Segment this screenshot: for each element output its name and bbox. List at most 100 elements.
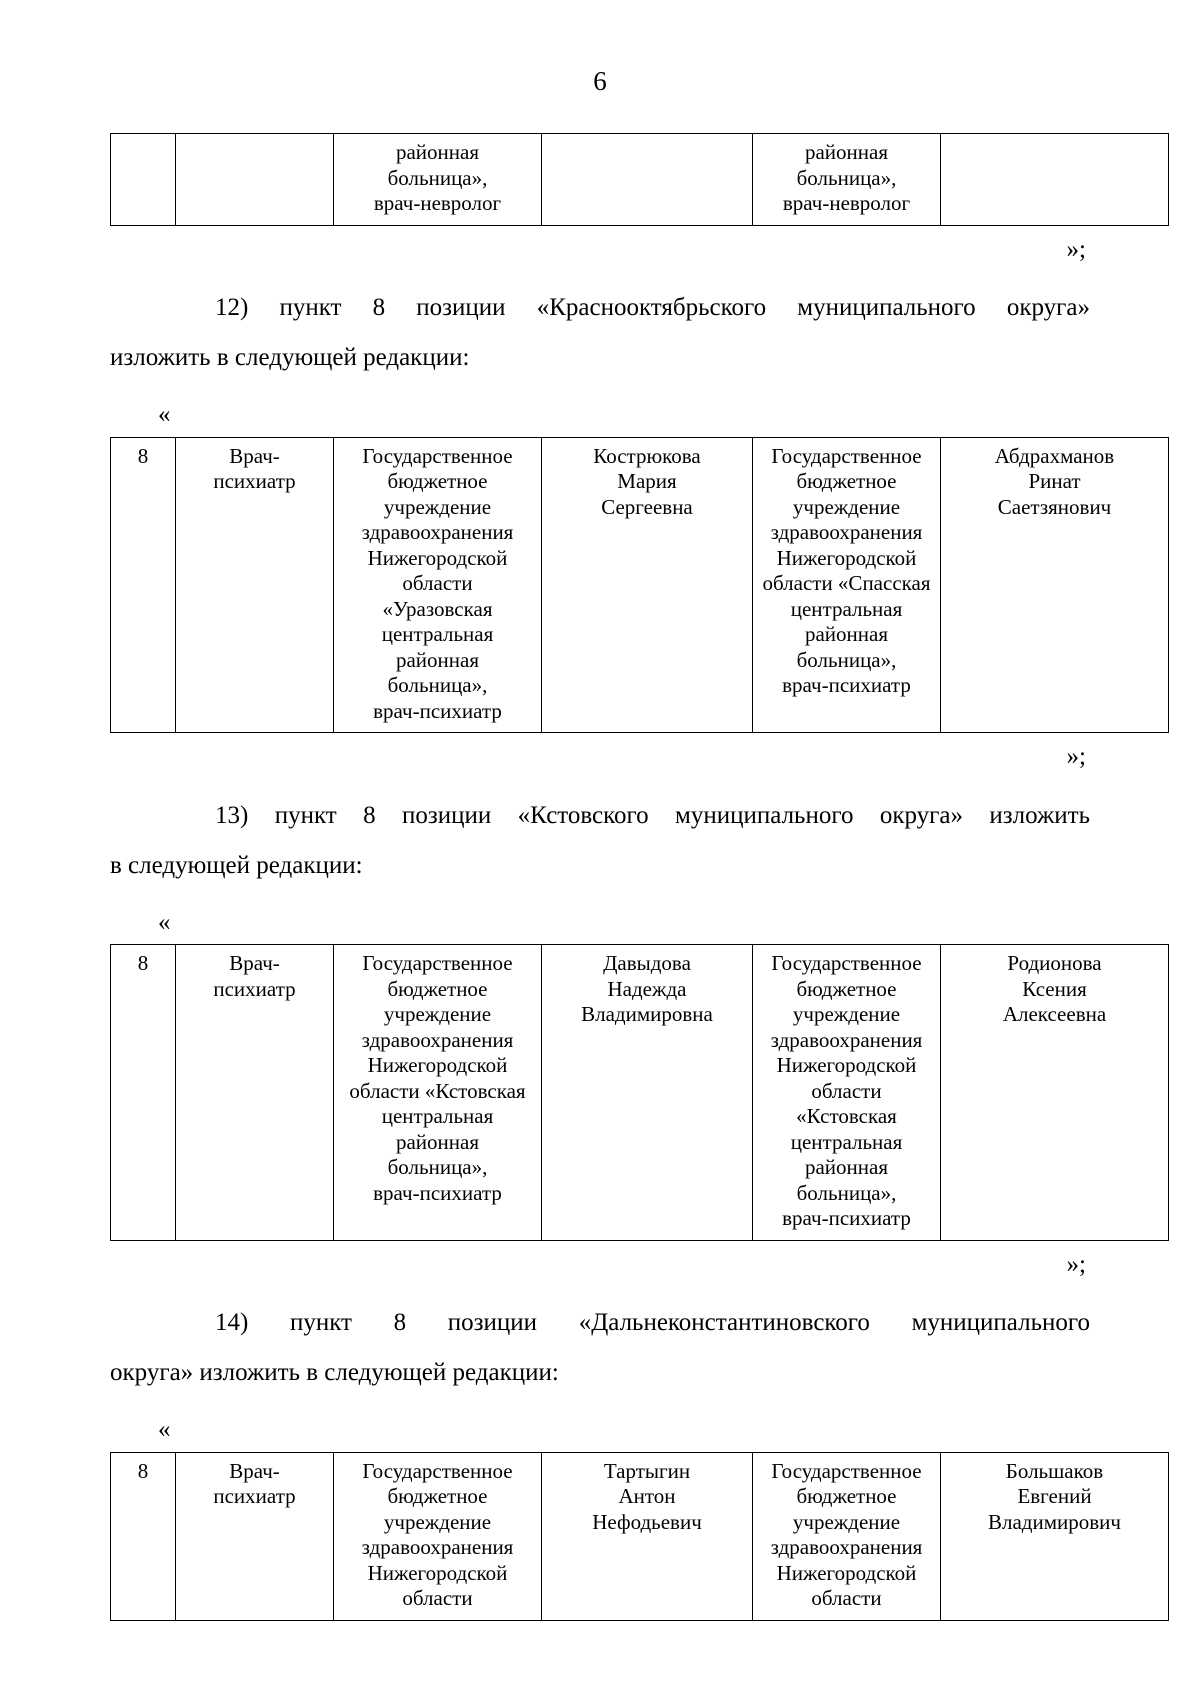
- cell-line: области: [811, 1078, 882, 1103]
- cell-line: Нижегородской: [367, 1053, 508, 1077]
- cell-role: Врач- психиатр: [175, 1451, 334, 1621]
- cell-line: врач-психиатр: [373, 698, 502, 723]
- cell-line: учреждение: [383, 1002, 492, 1026]
- cell-number: 8: [110, 944, 176, 1241]
- cell-org-new: Государственное бюджетное учреждение здр…: [752, 1451, 941, 1621]
- cell-line: районная: [804, 1155, 888, 1179]
- cell-line: Алексеевна: [1002, 1002, 1107, 1026]
- cell-line: Тартыгин: [603, 1458, 691, 1483]
- cell-name-current: Кострюкова Мария Сергеевна: [541, 436, 753, 733]
- paragraph-line: округа» изложить в следующей редакции:: [110, 1359, 559, 1386]
- cell-line: Врач-: [229, 1458, 280, 1483]
- cell-line: области: [402, 1586, 473, 1610]
- cell-line: врач-невролог: [373, 191, 502, 215]
- cell-line: врач-психиатр: [782, 1206, 911, 1230]
- cell-line: Государственное: [771, 443, 922, 468]
- cell-line: Кострюкова: [593, 443, 701, 468]
- cell-line: бюджетное: [387, 976, 488, 1001]
- cell-line: врач-психиатр: [373, 1180, 502, 1205]
- paragraph-line: 14) пункт 8 позиции «Дальнеконстантиновс…: [215, 1309, 1090, 1336]
- cell-org-current: Государственное бюджетное учреждение здр…: [333, 1451, 542, 1621]
- item-12-table: 8 Врач- психиатр Государственное бюджетн…: [110, 436, 1169, 734]
- cell-line: Нижегородской: [367, 1560, 508, 1585]
- cell-number: 8: [110, 1451, 176, 1621]
- cell-line: районная: [804, 140, 888, 164]
- cell-line: области «Спасская: [762, 571, 931, 595]
- cell-line: области: [402, 571, 473, 595]
- cell-line: здравоохранения: [361, 1535, 514, 1559]
- cell-line: учреждение: [792, 1002, 901, 1026]
- cell-line: больница»,: [387, 673, 488, 697]
- table-row: 8 Врач- психиатр Государственное бюджетн…: [110, 1451, 1169, 1621]
- closing-quote-12: »;: [1066, 743, 1086, 770]
- page-number: 6: [593, 66, 607, 96]
- paragraph-line: 12) пункт 8 позиции «Краснооктябрьского …: [215, 294, 1090, 321]
- cell-line: врач-психиатр: [782, 673, 911, 697]
- cell-line: здравоохранения: [361, 520, 514, 544]
- cell-org-current: Государственное бюджетное учреждение здр…: [333, 436, 542, 733]
- cell-name-new: Большаков Евгений Владимирович: [940, 1451, 1169, 1621]
- cell-line: центральная: [790, 1129, 903, 1154]
- table-row: 8 Врач- психиатр Государственное бюджетн…: [110, 944, 1169, 1241]
- cell-name-new: [940, 133, 1169, 226]
- cell-line: больница»,: [387, 1155, 488, 1179]
- cell-line: учреждение: [792, 494, 901, 519]
- cell-line: учреждение: [383, 494, 492, 519]
- cell-line: Нижегородской: [776, 545, 917, 570]
- cell-name-new: Родионова Ксения Алексеевна: [940, 944, 1169, 1241]
- cell-org-new: Государственное бюджетное учреждение здр…: [752, 436, 941, 733]
- cell-line: Владимирович: [988, 1509, 1121, 1534]
- item-13-table-wrapper: 8 Врач- психиатр Государственное бюджетн…: [110, 944, 1169, 1241]
- paragraph-item-12: 12) пункт 8 позиции «Краснооктябрьского …: [110, 263, 1090, 383]
- cell-line: больница»,: [796, 647, 897, 672]
- cell-line: больница»,: [796, 1180, 897, 1205]
- cell-line: «Уразовская: [382, 596, 493, 621]
- cell-line: Абдрахманов: [994, 443, 1115, 468]
- cell-line: учреждение: [792, 1509, 901, 1534]
- cell-org-current: Государственное бюджетное учреждение здр…: [333, 944, 542, 1241]
- cell-role: [175, 133, 334, 226]
- cell-number: [110, 133, 176, 226]
- cell-line: Государственное: [362, 443, 513, 468]
- cell-line: здравоохранения: [770, 520, 923, 544]
- cell-name-current: [541, 133, 753, 226]
- paragraph-item-14: 14) пункт 8 позиции «Дальнеконстантиновс…: [110, 1278, 1090, 1398]
- cell-line: Родионова: [1007, 951, 1102, 975]
- cell-line: бюджетное: [387, 469, 488, 493]
- cell-line: бюджетное: [796, 469, 897, 493]
- cell-line: районная: [804, 622, 888, 646]
- cell-line: Нижегородской: [367, 545, 508, 570]
- cell-line: Государственное: [362, 951, 513, 975]
- cell-line: центральная: [381, 622, 494, 646]
- cell-line: области: [811, 1586, 882, 1610]
- item-12-table-wrapper: 8 Врач- психиатр Государственное бюджетн…: [110, 436, 1169, 734]
- cell-role: Врач- психиатр: [175, 944, 334, 1241]
- cell-line: врач-невролог: [782, 191, 911, 215]
- closing-quote-13: »;: [1066, 1250, 1086, 1278]
- cell-line: Нижегородской: [776, 1053, 917, 1077]
- continuation-table: районная больница», врач-невролог районн…: [110, 133, 1169, 226]
- cell-line: Евгений: [1017, 1484, 1092, 1508]
- cell-line: бюджетное: [387, 1484, 488, 1508]
- table-row: районная больница», врач-невролог районн…: [110, 133, 1169, 226]
- opening-quote-14: «: [158, 1416, 171, 1443]
- cell-line: Саетзянович: [997, 494, 1112, 519]
- item-14-table: 8 Врач- психиатр Государственное бюджетн…: [110, 1451, 1169, 1621]
- paragraph-line: изложить в следующей редакции:: [110, 344, 470, 371]
- cell-line: психиатр: [213, 976, 296, 1001]
- paragraph-line: 13) пункт 8 позиции «Кстовского муниципа…: [215, 801, 1090, 829]
- cell-line: психиатр: [213, 1484, 296, 1508]
- cell-line: Мария: [617, 469, 677, 493]
- cell-line: бюджетное: [796, 1484, 897, 1508]
- cell-line: Ксения: [1022, 976, 1087, 1001]
- cell-number: 8: [110, 436, 176, 733]
- cell-line: Владимировна: [581, 1002, 713, 1026]
- table-row: 8 Врач- психиатр Государственное бюджетн…: [110, 436, 1169, 733]
- cell-line: Большаков: [1005, 1458, 1104, 1483]
- opening-quote-12: «: [158, 401, 171, 428]
- cell-line: здравоохранения: [361, 1027, 514, 1052]
- cell-line: Врач-: [229, 443, 280, 468]
- continuation-table-wrapper: районная больница», врач-невролог районн…: [110, 133, 1169, 226]
- cell-line: районная: [395, 1129, 479, 1154]
